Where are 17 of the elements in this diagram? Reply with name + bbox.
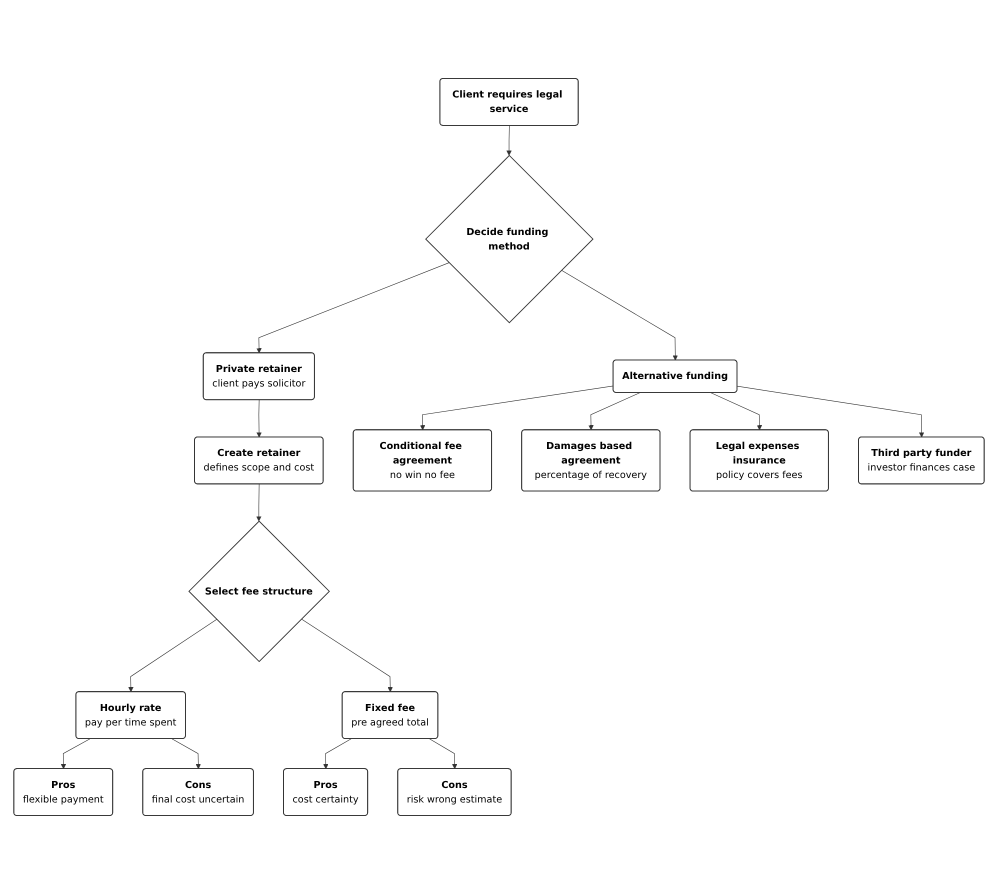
- arrow: [736, 385, 924, 437]
- arrow: [428, 738, 457, 769]
- arrow: [588, 392, 640, 430]
- arrow: [60, 738, 90, 769]
- arrow: [256, 399, 262, 437]
- arrow: [171, 738, 200, 769]
- arrow: [128, 618, 216, 692]
- node-diamond: Decide funding method: [424, 154, 594, 323]
- arrow: [506, 124, 512, 156]
- arrow: [256, 483, 261, 521]
- arrow: [710, 392, 762, 430]
- arrow: [419, 385, 614, 430]
- arrow: [560, 269, 678, 360]
- node-diamond: Select fee structure: [188, 520, 330, 662]
- arrow: [300, 618, 392, 692]
- arrow: [322, 738, 351, 769]
- arrow: [256, 262, 449, 353]
